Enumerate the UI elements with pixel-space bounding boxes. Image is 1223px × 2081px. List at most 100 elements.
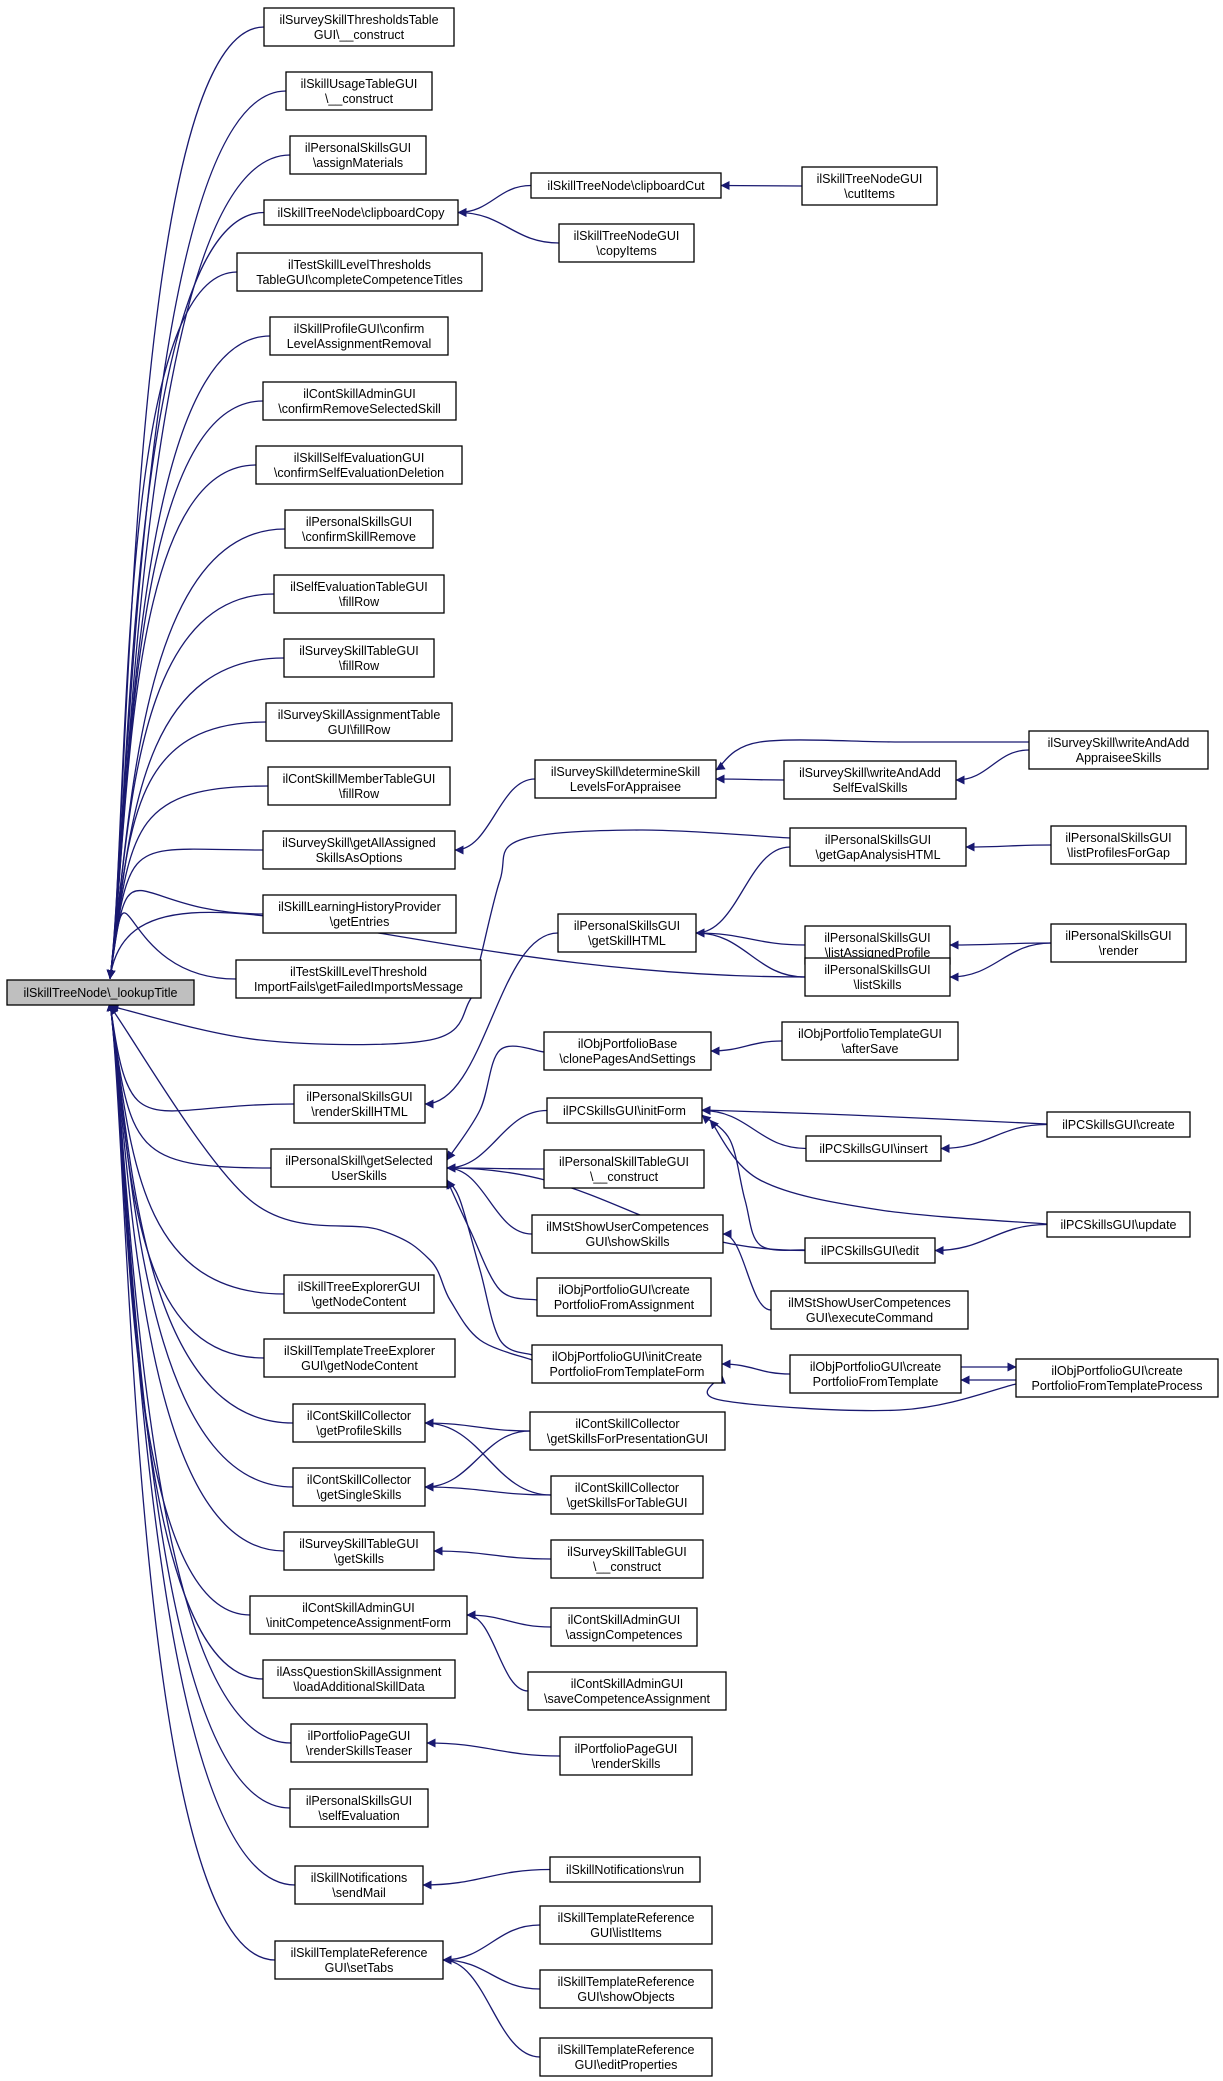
node-box <box>804 1237 936 1264</box>
graph-node[interactable]: ilSurveySkillThresholdsTableGUI\__constr… <box>263 7 455 47</box>
node-label: ilPersonalSkillsGUI <box>306 515 412 529</box>
node-label: ilPersonalSkillsGUI <box>306 1090 412 1104</box>
graph-node[interactable]: ilSkillLearningHistoryProvider\getEntrie… <box>262 894 457 934</box>
graph-node[interactable]: ilSkillProfileGUI\confirmLevelAssignment… <box>269 316 449 356</box>
graph-node[interactable]: ilObjPortfolioGUI\initCreatePortfolioFro… <box>531 1344 723 1384</box>
graph-node[interactable]: ilContSkillAdminGUI\saveCompetenceAssign… <box>527 1671 727 1711</box>
graph-node[interactable]: ilTestSkillLevelThresholdImportFails\get… <box>235 959 482 999</box>
graph-node[interactable]: ilSelfEvaluationTableGUI\fillRow <box>273 574 445 614</box>
graph-node[interactable]: ilContSkillCollector\getSkillsForTableGU… <box>550 1475 704 1515</box>
node-box <box>265 702 453 742</box>
graph-node[interactable]: ilPCSkillsGUI\edit <box>804 1237 936 1264</box>
edge-m6-to-m5 <box>695 928 806 946</box>
graph-node[interactable]: ilObjPortfolioBase\clonePagesAndSettings <box>543 1031 712 1071</box>
graph-node[interactable]: ilPersonalSkillsGUI\listSkills <box>804 957 951 997</box>
graph-node[interactable]: ilSurveySkillTableGUI\getSkills <box>283 1531 435 1571</box>
edge-f5-to-m13 <box>934 1223 1048 1255</box>
node-label: ilSelfEvaluationTableGUI <box>290 580 428 594</box>
graph-node[interactable]: ilSurveySkillTableGUI\fillRow <box>283 638 435 678</box>
graph-node[interactable]: ilPersonalSkillsGUI\render <box>1050 923 1187 963</box>
graph-node[interactable]: ilSurveySkill\determineSkillLevelsForApp… <box>534 759 717 799</box>
graph-node[interactable]: ilTestSkillLevelThresholdsTableGUI\compl… <box>236 252 483 292</box>
node-box <box>293 1084 426 1124</box>
node-label: ilSurveySkill\getAllAssigned <box>282 836 436 850</box>
graph-node[interactable]: ilPCSkillsGUI\insert <box>805 1135 942 1162</box>
graph-node[interactable]: ilPersonalSkillsGUI\listProfilesForGap <box>1050 825 1187 865</box>
graph-node[interactable]: ilSkillTreeNode\clipboardCut <box>530 172 722 199</box>
graph-node[interactable]: ilPersonalSkillTableGUI\__construct <box>543 1149 705 1189</box>
graph-node[interactable]: ilPortfolioPageGUI\renderSkills <box>559 1736 693 1776</box>
graph-node[interactable]: ilSurveySkillTableGUI\__construct <box>550 1539 704 1579</box>
graph-node[interactable]: ilSkillNotifications\run <box>549 1856 701 1883</box>
graph-node[interactable]: ilSkillSelfEvaluationGUI\confirmSelfEval… <box>255 445 463 485</box>
graph-node[interactable]: ilObjPortfolioGUI\createPortfolioFromAss… <box>536 1277 712 1317</box>
edge-m18-to-n22 <box>424 1430 531 1492</box>
graph-node[interactable]: ilPCSkillsGUI\create <box>1046 1111 1191 1138</box>
edge-n25-to-root <box>106 1002 264 1680</box>
root-node[interactable]: ilSkillTreeNode\_lookupTitle <box>6 979 195 1006</box>
graph-node[interactable]: ilAssQuestionSkillAssignment\loadAdditio… <box>262 1659 456 1699</box>
node-box <box>557 913 697 953</box>
node-label: ilPersonalSkillsGUI <box>306 1794 412 1808</box>
graph-node[interactable]: ilSkillTreeExplorerGUI\getNodeContent <box>283 1274 435 1314</box>
node-label: \getSkills <box>334 1552 384 1566</box>
graph-node[interactable]: ilContSkillCollector\getSingleSkills <box>292 1467 426 1507</box>
node-label: ilPersonalSkillsGUI <box>1065 929 1171 943</box>
graph-node[interactable]: ilPersonalSkillsGUI\selfEvaluation <box>289 1788 429 1828</box>
node-label: ilContSkillCollector <box>575 1481 679 1495</box>
graph-node[interactable]: ilSkillUsageTableGUI\__construct <box>285 71 433 111</box>
graph-node[interactable]: ilPersonalSkillsGUI\getSkillHTML <box>557 913 697 953</box>
node-label: \cutItems <box>844 187 895 201</box>
graph-node[interactable]: ilSkillTemplateReferenceGUI\editProperti… <box>539 2037 713 2077</box>
node-label: ilSkillProfileGUI\confirm <box>294 322 425 336</box>
edge-n1-to-root <box>106 26 265 979</box>
graph-node[interactable]: ilPortfolioPageGUI\renderSkillsTeaser <box>290 1723 428 1763</box>
node-label: \__construct <box>325 92 394 106</box>
node-box <box>804 957 951 997</box>
node-label: ilSurveySkillTableGUI <box>299 1537 418 1551</box>
graph-node[interactable]: ilObjPortfolioTemplateGUI\afterSave <box>781 1021 959 1061</box>
node-label: ilSurveySkill\determineSkill <box>551 765 700 779</box>
graph-node[interactable]: ilSurveySkill\getAllAssignedSkillsAsOpti… <box>262 830 456 870</box>
graph-node[interactable]: ilSkillTemplateTreeExplorerGUI\getNodeCo… <box>263 1338 456 1378</box>
node-box <box>559 1736 693 1776</box>
node-label: ilSkillTreeNode\clipboardCut <box>547 179 705 193</box>
graph-node[interactable]: ilPCSkillsGUI\update <box>1046 1211 1191 1238</box>
node-box <box>539 1969 713 2009</box>
graph-node[interactable]: ilSkillTreeNode\clipboardCopy <box>263 199 459 226</box>
graph-node[interactable]: ilPCSkillsGUI\initForm <box>546 1097 703 1124</box>
graph-node[interactable]: ilContSkillCollector\getProfileSkills <box>292 1403 426 1443</box>
graph-node[interactable]: ilContSkillAdminGUI\confirmRemoveSelecte… <box>262 381 457 421</box>
node-label: ilPortfolioPageGUI <box>308 1729 411 1743</box>
node-label: ilSkillLearningHistoryProvider <box>278 900 441 914</box>
graph-node[interactable]: ilSkillNotifications\sendMail <box>294 1865 424 1905</box>
node-label: \__construct <box>590 1170 659 1184</box>
graph-node[interactable]: ilPersonalSkillsGUI\getGapAnalysisHTML <box>789 827 967 867</box>
node-label: \confirmRemoveSelectedSkill <box>278 402 441 416</box>
graph-node[interactable]: ilObjPortfolioGUI\createPortfolioFromTem… <box>1015 1358 1219 1398</box>
graph-node[interactable]: ilContSkillAdminGUI\assignCompetences <box>550 1607 698 1647</box>
graph-node[interactable]: ilObjPortfolioGUI\createPortfolioFromTem… <box>789 1354 962 1394</box>
graph-node[interactable]: ilPersonalSkillsGUI\renderSkillHTML <box>293 1084 426 1124</box>
graph-node[interactable]: ilPersonalSkillsGUI\confirmSkillRemove <box>284 509 434 549</box>
edge-f3-to-m7 <box>949 942 1052 982</box>
graph-node[interactable]: ilSkillTreeNodeGUI\copyItems <box>558 223 695 263</box>
graph-node[interactable]: ilContSkillMemberTableGUI\fillRow <box>267 766 451 806</box>
graph-node[interactable]: ilContSkillAdminGUI\initCompetenceAssign… <box>249 1595 468 1635</box>
graph-node[interactable]: ilSkillTreeNodeGUI\cutItems <box>801 166 938 206</box>
node-label: \fillRow <box>339 595 380 609</box>
graph-node[interactable]: ilContSkillCollector\getSkillsForPresent… <box>529 1411 726 1451</box>
edge-m12-to-n18 <box>446 1163 533 1235</box>
graph-node[interactable]: ilMStShowUserCompetencesGUI\executeComma… <box>770 1290 969 1330</box>
node-label: \loadAdditionalSkillData <box>293 1680 424 1694</box>
node-box <box>550 1539 704 1579</box>
graph-node[interactable]: ilPersonalSkillsGUI\assignMaterials <box>289 135 427 175</box>
